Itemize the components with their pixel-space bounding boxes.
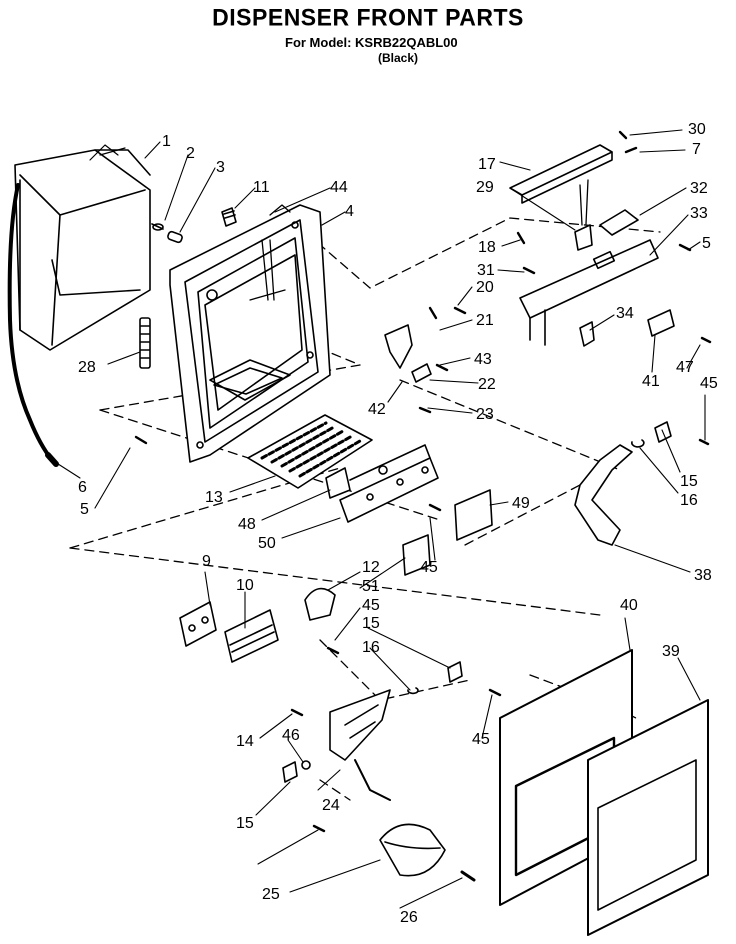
callout-40: 40	[620, 597, 638, 614]
callout-16-b: 16	[362, 639, 380, 656]
callout-45-a: 45	[362, 597, 380, 614]
callout-39: 39	[662, 643, 680, 660]
callout-45-b: 45	[700, 375, 718, 392]
small-parts	[282, 309, 675, 783]
part-wire-nut-11	[221, 207, 237, 227]
callout-26: 26	[400, 909, 418, 926]
callout-22: 22	[478, 376, 496, 393]
part-drip-grille	[247, 414, 373, 489]
callout-5-left: 5	[80, 501, 89, 518]
callout-18: 18	[478, 239, 496, 256]
callout-5-right: 5	[702, 235, 711, 252]
callout-25: 25	[262, 886, 280, 903]
part-bracket-32	[599, 209, 639, 236]
callout-1: 1	[162, 133, 171, 150]
callout-4: 4	[345, 203, 354, 220]
callout-24: 24	[322, 797, 340, 814]
callout-14: 14	[236, 733, 254, 750]
part-light-34	[579, 321, 595, 347]
part-solenoid-29	[574, 179, 593, 251]
callout-51: 51	[362, 578, 380, 595]
part-plate-49	[454, 489, 493, 541]
part-dispenser-frame	[169, 204, 331, 463]
part-actuator-10	[224, 609, 279, 663]
part-channel-17	[509, 144, 613, 204]
screws-and-fasteners	[134, 130, 712, 833]
callout-15-c: 15	[362, 615, 380, 632]
callout-13: 13	[205, 489, 223, 506]
callout-15-a: 15	[236, 815, 254, 832]
callout-47: 47	[676, 359, 694, 376]
callout-labels: 1 2 3 11 44 4 28 5 6 13 48 50 9 10 12 51…	[78, 121, 718, 926]
callout-44: 44	[330, 179, 348, 196]
part-grommet-3	[167, 230, 183, 244]
callout-28: 28	[78, 359, 96, 376]
part-drip-cup-25	[379, 823, 446, 877]
part-lever-38	[574, 444, 633, 546]
callout-16-a: 16	[680, 492, 698, 509]
color-variant: (Black)	[378, 51, 419, 65]
part-slide-33	[519, 239, 659, 346]
part-switch-9	[179, 601, 217, 647]
part-chute-arm-24	[329, 689, 391, 801]
callout-48: 48	[238, 516, 256, 533]
callout-46: 46	[282, 727, 300, 744]
callout-34: 34	[616, 305, 634, 322]
callout-43: 43	[474, 351, 492, 368]
callout-42: 42	[368, 401, 386, 418]
part-ice-chute-housing	[14, 144, 151, 351]
part-bracket-12	[304, 587, 336, 621]
callout-50: 50	[258, 535, 276, 552]
callout-10: 10	[236, 577, 254, 594]
callout-29: 29	[476, 179, 494, 196]
callout-20: 20	[476, 279, 494, 296]
part-heater-strip	[139, 317, 151, 369]
callout-6: 6	[78, 479, 87, 496]
part-panel-39	[587, 699, 709, 936]
callout-12: 12	[362, 559, 380, 576]
callout-32: 32	[690, 180, 708, 197]
callout-30: 30	[688, 121, 706, 138]
callout-2: 2	[186, 145, 195, 162]
callout-31: 31	[477, 262, 495, 279]
diagram-title: DISPENSER FRONT PARTS	[212, 3, 524, 31]
part-control-bracket	[325, 444, 439, 523]
callout-45-c: 45	[420, 559, 438, 576]
part-screw-26	[460, 870, 476, 882]
callout-3: 3	[216, 159, 225, 176]
callout-9: 9	[202, 553, 211, 570]
part-drain-hose	[7, 183, 59, 467]
callout-7: 7	[692, 141, 701, 158]
diagram-header: DISPENSER FRONT PARTS For Model: KSRB22Q…	[0, 0, 736, 80]
callout-23: 23	[476, 406, 494, 423]
callout-11: 11	[253, 179, 270, 196]
callout-41: 41	[642, 373, 660, 390]
callout-49: 49	[512, 495, 530, 512]
callout-17: 17	[478, 156, 496, 173]
part-plate-51	[402, 534, 431, 576]
callout-45-d: 45	[472, 731, 490, 748]
callout-33: 33	[690, 205, 708, 222]
model-number: For Model: KSRB22QABL00	[285, 35, 458, 50]
callout-leaders	[54, 129, 706, 909]
callout-21: 21	[476, 312, 494, 329]
part-clip-2	[151, 223, 164, 231]
callout-15-b: 15	[680, 473, 698, 490]
callout-38: 38	[694, 567, 712, 584]
